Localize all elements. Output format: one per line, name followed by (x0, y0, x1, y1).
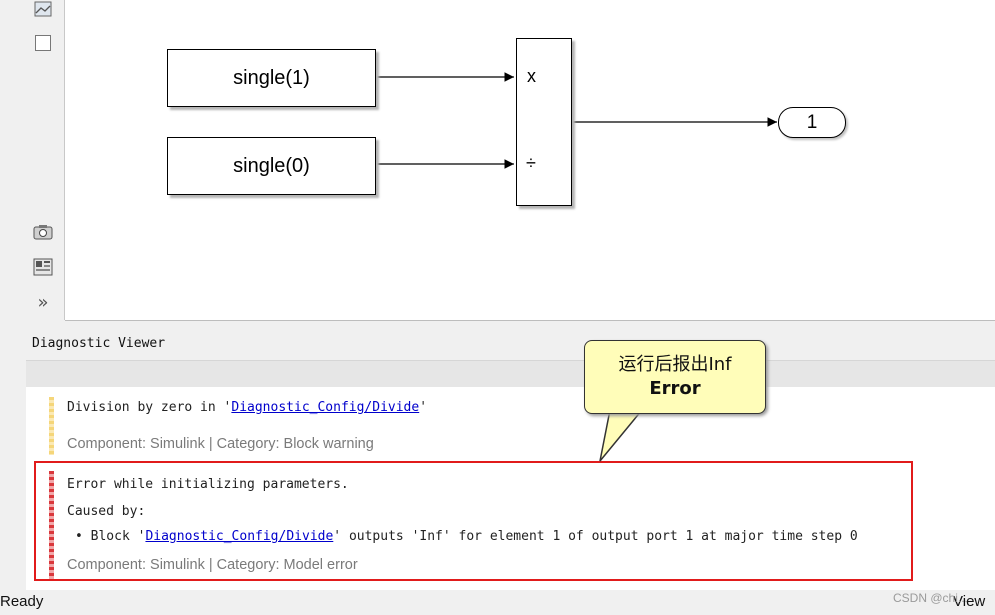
warning-text-prefix: Division by zero in ' (67, 400, 232, 415)
error-highlight-box (34, 461, 913, 581)
divide-port-divide-label: ÷ (526, 153, 536, 173)
divide-block[interactable] (516, 38, 572, 206)
square-icon[interactable] (33, 34, 53, 52)
error-cause-suffix: ' outputs 'Inf' for element 1 of output … (333, 529, 858, 544)
double-chevron-right-icon[interactable]: » (37, 291, 49, 313)
warning-block-link[interactable]: Diagnostic_Config/Divide (231, 400, 420, 415)
signal-lines (375, 72, 777, 169)
error-message[interactable]: Error while initializing parameters. Cau… (26, 471, 995, 581)
camera-icon[interactable] (33, 223, 53, 241)
constant-block-label: single(1) (233, 66, 310, 89)
outport-block[interactable]: 1 (778, 107, 846, 138)
constant-block-single-1[interactable]: single(1) (167, 49, 376, 107)
callout-line-2: Error (649, 378, 701, 399)
diagnostic-viewer-title: Diagnostic Viewer (32, 336, 166, 351)
constant-block-label: single(0) (233, 154, 310, 177)
warning-meta: Component: Simulink | Category: Block wa… (67, 436, 374, 452)
diagnostic-viewer-toolbar (26, 360, 995, 388)
error-meta: Component: Simulink | Category: Model er… (67, 557, 358, 573)
watermark: CSDN @chi... (893, 591, 968, 605)
error-cause-item: • Block 'Diagnostic_Config/Divide' outpu… (75, 529, 858, 544)
warning-text: Division by zero in 'Diagnostic_Config/D… (67, 400, 427, 415)
image-icon[interactable] (33, 0, 53, 18)
constant-block-single-0[interactable]: single(0) (167, 137, 376, 195)
callout-note: 运行后报出Inf Error (584, 340, 766, 414)
property-inspector-icon[interactable] (33, 258, 53, 276)
callout-pointer (599, 408, 644, 462)
warning-text-suffix: ' (419, 400, 428, 415)
warning-stripe (49, 397, 54, 455)
error-title: Error while initializing parameters. (67, 477, 349, 492)
view-menu[interactable]: View (953, 593, 986, 610)
palette-toolbar: » (24, 0, 65, 320)
error-cause-prefix: Block ' (90, 529, 146, 544)
diagnostic-message-list: Division by zero in 'Diagnostic_Config/D… (26, 387, 995, 590)
status-text: Ready (0, 593, 44, 610)
error-caused-by: Caused by: (67, 504, 146, 519)
divide-port-multiply-label: x (527, 66, 536, 86)
callout-line-1: 运行后报出Inf (618, 354, 732, 375)
error-block-link[interactable]: Diagnostic_Config/Divide (145, 529, 334, 544)
model-canvas[interactable]: single(1) single(0) x ÷ 1 (65, 0, 995, 321)
bullet-icon: • (75, 529, 91, 544)
outport-label: 1 (806, 111, 818, 133)
error-stripe (49, 471, 54, 579)
status-bar: Ready View (0, 591, 995, 615)
warning-message[interactable]: Division by zero in 'Diagnostic_Config/D… (26, 395, 995, 457)
